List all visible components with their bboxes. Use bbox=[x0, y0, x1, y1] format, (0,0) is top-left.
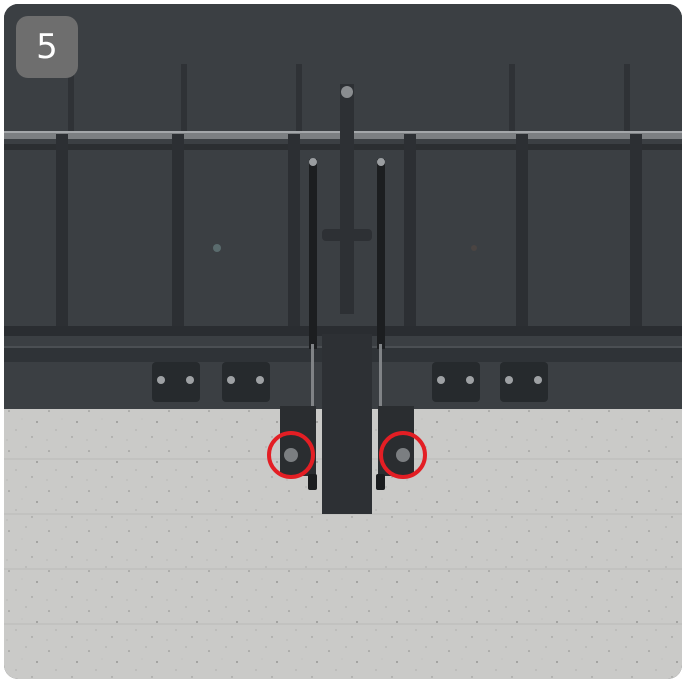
frame-verticals bbox=[56, 134, 642, 334]
lower-rail bbox=[4, 326, 682, 336]
installation-illustration bbox=[4, 4, 682, 679]
illustration-frame: 5 bbox=[4, 4, 682, 679]
central-mast bbox=[322, 84, 372, 514]
anchor-bolt-heads bbox=[284, 448, 410, 462]
left-anchor-highlight-ring bbox=[267, 431, 315, 479]
upper-tabs bbox=[68, 64, 630, 134]
right-anchor-highlight-ring bbox=[379, 431, 427, 479]
step-number-badge: 5 bbox=[16, 16, 78, 78]
rail-clamps bbox=[152, 362, 548, 402]
clamp-bolts bbox=[157, 376, 542, 384]
